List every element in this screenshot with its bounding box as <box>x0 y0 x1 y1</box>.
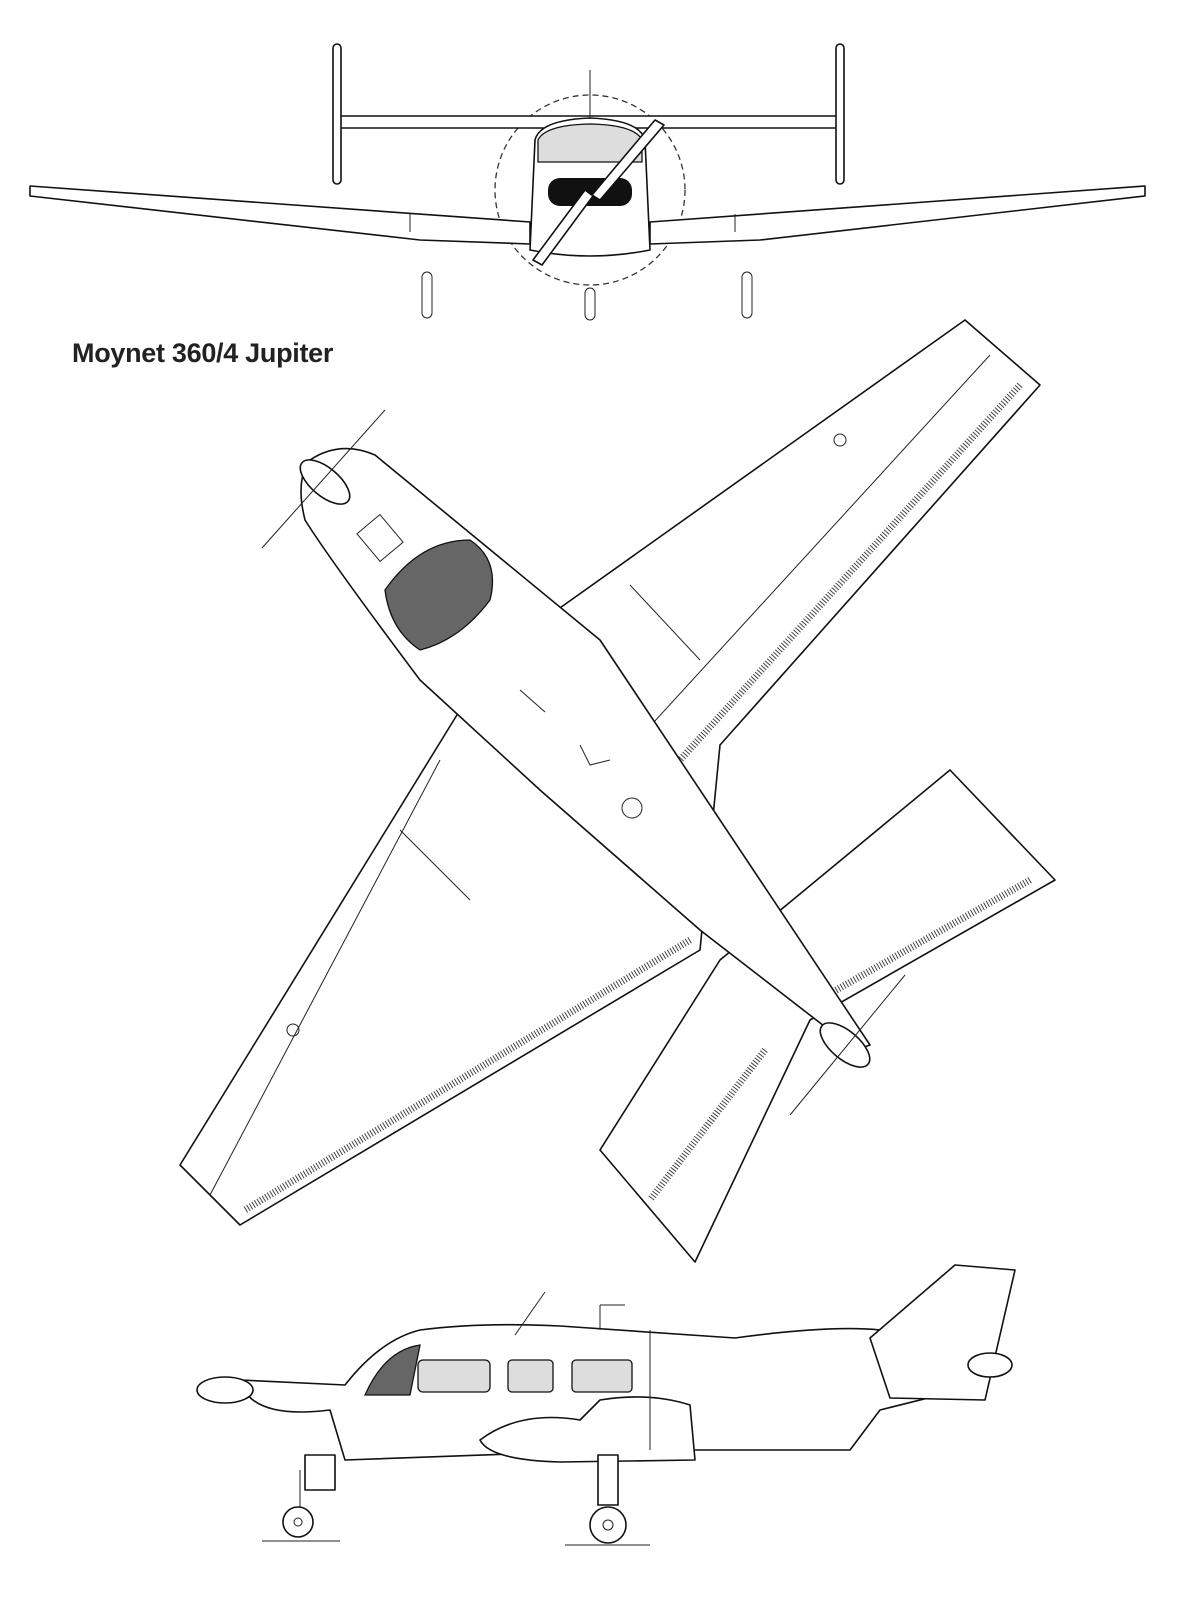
side-window-1 <box>417 1359 491 1393</box>
front-right-wing <box>649 185 1146 245</box>
side-window-3 <box>571 1359 633 1393</box>
front-prop-blade <box>591 119 665 201</box>
front-left-fin <box>332 43 342 185</box>
side-rear-spinner <box>967 1352 1013 1378</box>
top-tailplane <box>599 769 1056 1263</box>
propeller-disc <box>494 94 686 286</box>
side-nose-gear-door <box>304 1454 336 1491</box>
front-right-fin <box>835 43 845 185</box>
front-view <box>29 43 1146 321</box>
side-nose-wheel <box>282 1506 314 1538</box>
side-main-wheel <box>589 1506 627 1544</box>
side-wing-nacelle <box>479 1396 696 1463</box>
drawing-title: Moynet 360/4 Jupiter <box>72 338 334 368</box>
side-fin <box>869 1264 1016 1401</box>
top-canopy <box>384 539 494 651</box>
top-spinner-nose <box>299 459 351 505</box>
top-spinner-rear <box>819 1022 871 1068</box>
side-windscreen <box>363 1344 421 1396</box>
side-main-gear-leg <box>597 1454 619 1506</box>
side-nose-spinner <box>196 1376 254 1404</box>
front-left-wing <box>29 185 531 245</box>
side-window-2 <box>507 1359 554 1393</box>
side-view <box>196 1264 1016 1546</box>
top-view <box>179 319 1056 1263</box>
